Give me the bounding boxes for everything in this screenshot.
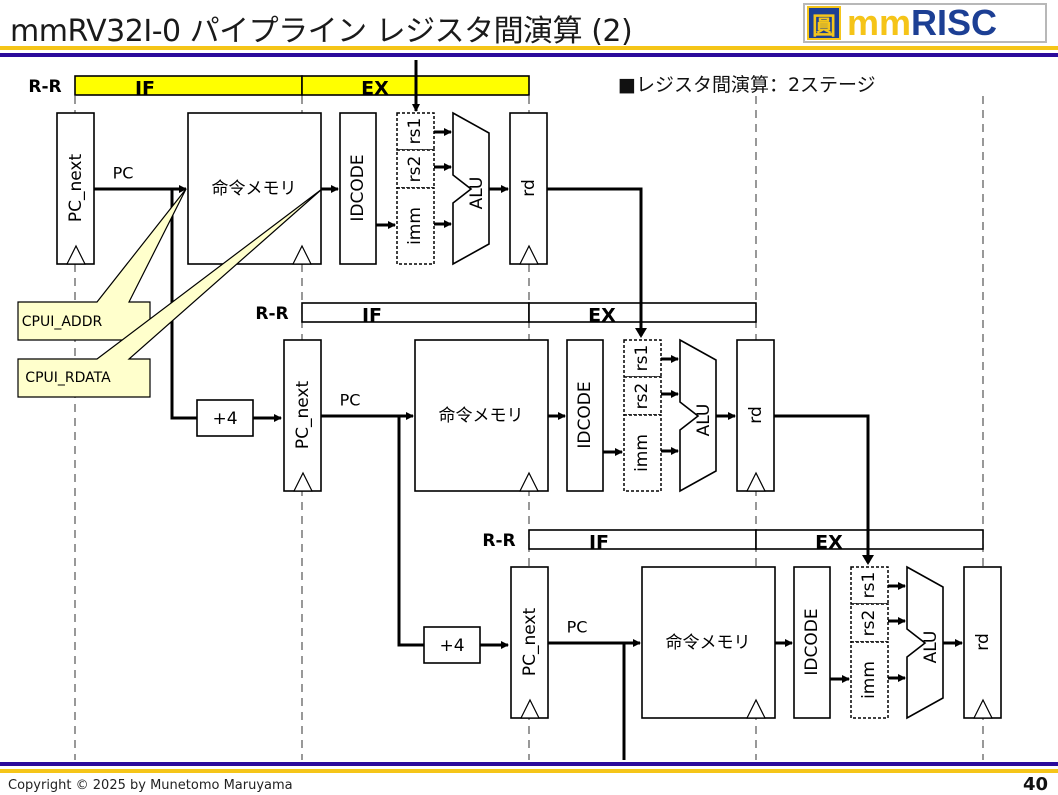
decoder-label: IDCODE — [802, 608, 822, 675]
imm-operand — [850, 641, 889, 719]
page-title: mmRV32I-0 パイプライン レジスタ間演算 (2) — [10, 14, 633, 49]
callout-cpui-rdata — [17, 188, 323, 398]
imm-label: imm — [632, 434, 652, 472]
row-label: R-R — [255, 304, 288, 324]
clock-triangle-icon — [746, 698, 766, 719]
header-rule-blue — [0, 53, 1058, 57]
instruction-decoder — [793, 566, 831, 719]
clock-triangle-icon — [519, 244, 539, 265]
rd-label: rd — [519, 179, 539, 196]
logo-risc-text: RISC — [911, 2, 998, 43]
rs1-label: rs1 — [859, 572, 879, 599]
stage-bar-if — [74, 75, 303, 96]
imm-operand — [396, 187, 435, 265]
instruction-memory-label: 命令メモリ — [666, 633, 751, 653]
pc-next-register — [510, 566, 549, 719]
logo-mm-text: mm — [847, 2, 912, 43]
arrow-head-icon — [862, 555, 874, 565]
logo-mark-icon: 圓 — [807, 6, 841, 40]
rd-register — [736, 339, 775, 492]
rs1-label: rs1 — [405, 118, 425, 145]
stage-note: ■レジスタ間演算：2ステージ — [618, 74, 876, 96]
stage-label-if: IF — [135, 78, 155, 100]
rs2-label: rs2 — [859, 610, 879, 637]
clock-triangle-icon — [293, 471, 313, 492]
imm-label: imm — [405, 207, 425, 245]
clock-triangle-icon — [746, 471, 766, 492]
rs1-operand — [623, 339, 662, 378]
rs1-label: rs1 — [632, 345, 652, 372]
rs2-operand — [850, 603, 889, 643]
stage-label-ex: EX — [815, 532, 843, 554]
footer-rule-blue — [0, 762, 1058, 766]
rd-label: rd — [746, 406, 766, 423]
pc-to-adder-wire — [170, 189, 197, 420]
stage-label-if: IF — [362, 305, 382, 327]
header-rule-yellow — [0, 46, 1058, 50]
stage-label-ex: EX — [588, 305, 616, 327]
instruction-memory — [414, 339, 549, 492]
alu-unit — [906, 565, 944, 720]
imm-label: imm — [859, 661, 879, 699]
pc-next-label: PC_next — [520, 608, 540, 677]
stage-label-if: IF — [589, 532, 609, 554]
instruction-decoder — [339, 112, 377, 265]
stage-label-ex: EX — [361, 78, 389, 100]
pc-to-adder-wire — [397, 416, 424, 647]
pc-signal-label: PC — [340, 391, 361, 410]
decoder-label: IDCODE — [575, 381, 595, 448]
pc-next-label: PC_next — [293, 381, 313, 450]
footer-rule-yellow — [0, 769, 1058, 773]
pc-next-label: PC_next — [66, 154, 86, 223]
rs2-operand — [623, 376, 662, 416]
adder-label: +4 — [439, 636, 464, 656]
row-label: R-R — [482, 531, 515, 551]
callout-cpui-addr — [17, 188, 187, 341]
alu-label: ALU — [921, 631, 941, 664]
clock-triangle-icon — [520, 698, 540, 719]
pc-increment-adder — [423, 626, 481, 664]
decoder-label: IDCODE — [348, 154, 368, 221]
instruction-memory-label: 命令メモリ — [212, 179, 297, 199]
clock-triangle-icon — [292, 244, 312, 265]
copyright-text: Copyright © 2025 by Munetomo Maruyama — [8, 778, 293, 793]
rd-to-next-rs1-wire — [547, 187, 643, 336]
callout-cpui-addr-label: CPUI_ADDR — [22, 314, 103, 330]
clock-triangle-icon — [973, 698, 993, 719]
rs2-label: rs2 — [632, 383, 652, 410]
instruction-decoder — [566, 339, 604, 492]
instruction-memory — [641, 566, 776, 719]
stage-bar-if — [528, 529, 757, 550]
callout-cpui-rdata-label: CPUI_RDATA — [25, 370, 111, 386]
imm-operand — [623, 414, 662, 492]
clock-triangle-icon — [66, 244, 86, 265]
rs2-label: rs2 — [405, 156, 425, 183]
alu-label: ALU — [694, 404, 714, 437]
alu-unit — [452, 111, 490, 266]
stage-bar-if — [301, 302, 530, 323]
rs2-operand — [396, 149, 435, 189]
alu-label: ALU — [467, 177, 487, 210]
page-number: 40 — [1022, 774, 1048, 795]
row-label: R-R — [28, 77, 61, 97]
clock-triangle-icon — [519, 471, 539, 492]
pc-signal-label: PC — [567, 618, 588, 637]
pc-signal-label: PC — [113, 164, 134, 183]
arrow-head-icon — [635, 328, 647, 338]
adder-label: +4 — [212, 409, 237, 429]
instruction-memory — [187, 112, 322, 265]
instruction-memory-label: 命令メモリ — [439, 406, 524, 426]
mmrisc-logo: 圓 mm RISC — [803, 2, 1047, 43]
alu-unit — [679, 338, 717, 493]
rd-label: rd — [973, 633, 993, 650]
rd-to-next-rs1-wire — [774, 414, 870, 563]
